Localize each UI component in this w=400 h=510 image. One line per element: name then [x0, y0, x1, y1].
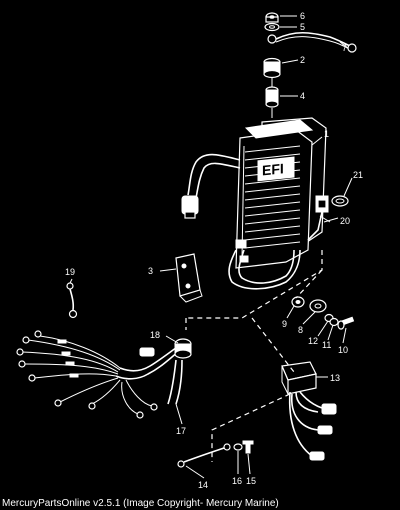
callout-15: 15 — [246, 476, 256, 486]
callout-10: 10 — [338, 345, 348, 355]
part-5-washer[interactable] — [264, 22, 280, 32]
part-18-boot[interactable] — [174, 338, 192, 359]
part-2-bushing[interactable] — [263, 57, 281, 79]
callout-5: 5 — [300, 22, 305, 32]
callout-18: 18 — [150, 330, 160, 340]
callout-2: 2 — [300, 55, 305, 65]
callout-20: 20 — [340, 216, 350, 226]
part-13-coil[interactable] — [281, 361, 337, 461]
part-9-bushing[interactable] — [291, 296, 305, 308]
part-17-engine-harness[interactable] — [16, 330, 183, 419]
image-caption: MercuryPartsOnline v2.5.1 (Image Copyrig… — [2, 498, 279, 509]
callout-6: 6 — [300, 11, 305, 21]
callout-9: 9 — [282, 319, 287, 329]
exploded-parts-diagram: EFI — [16, 11, 363, 490]
part-19-cable[interactable] — [66, 282, 78, 319]
part-21-clip[interactable] — [331, 195, 349, 207]
callout-19: 19 — [65, 267, 75, 277]
callout-16: 16 — [232, 476, 242, 486]
module-harness-cable[interactable] — [181, 153, 301, 290]
callout-11: 11 — [322, 340, 331, 350]
part-10-screw[interactable] — [337, 316, 355, 330]
part-8-grommet[interactable] — [309, 299, 327, 313]
callout-4: 4 — [300, 91, 305, 101]
leader-lines — [69, 15, 353, 479]
part-15-screw[interactable] — [242, 440, 254, 454]
part-4-grommet[interactable] — [265, 86, 279, 108]
callout-17: 17 — [176, 426, 186, 436]
part-16-washer[interactable] — [233, 443, 243, 451]
callout-8: 8 — [298, 325, 303, 335]
assembly-lines — [185, 250, 323, 462]
callout-14: 14 — [198, 480, 208, 490]
callout-1: 1 — [324, 129, 329, 139]
callout-7: 7 — [342, 43, 347, 53]
module-logo: EFI — [262, 160, 284, 178]
part-20-fuse-holder[interactable] — [307, 195, 329, 241]
part-14-ground-lead[interactable] — [177, 443, 231, 468]
part-3-bracket[interactable] — [175, 253, 203, 303]
callout-21: 21 — [353, 170, 363, 180]
callout-12: 12 — [308, 336, 318, 346]
part-6-nut[interactable] — [265, 12, 279, 23]
callout-13: 13 — [330, 373, 340, 383]
part-1-control-module[interactable] — [235, 117, 327, 269]
part-11-lockwasher[interactable] — [329, 317, 339, 327]
callout-3: 3 — [148, 266, 153, 276]
